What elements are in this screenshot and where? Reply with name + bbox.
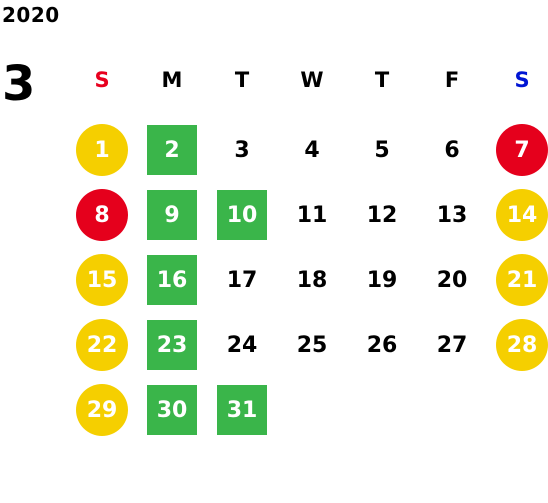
day-cell-21[interactable]: 21 [496, 254, 548, 306]
day-cell-27[interactable]: 27 [436, 332, 468, 358]
day-cell-25[interactable]: 25 [296, 332, 328, 358]
day-cell-12[interactable]: 12 [366, 202, 398, 228]
day-cell-19[interactable]: 19 [366, 267, 398, 293]
month-number: 3 [2, 56, 36, 112]
day-cell-3[interactable]: 3 [234, 137, 250, 163]
day-cell-11[interactable]: 11 [296, 202, 328, 228]
day-cell-26[interactable]: 26 [366, 332, 398, 358]
day-cell-1[interactable]: 1 [76, 124, 128, 176]
weekday-label: M [161, 68, 183, 92]
day-cell-2[interactable]: 2 [147, 125, 197, 175]
weekday-label: W [300, 68, 324, 92]
day-cell-10[interactable]: 10 [217, 190, 267, 240]
day-cell-13[interactable]: 13 [436, 202, 468, 228]
day-cell-9[interactable]: 9 [147, 190, 197, 240]
day-cell-22[interactable]: 22 [76, 319, 128, 371]
day-cell-6[interactable]: 6 [444, 137, 460, 163]
weekday-label: T [234, 68, 250, 92]
day-cell-24[interactable]: 24 [226, 332, 258, 358]
day-cell-4[interactable]: 4 [304, 137, 320, 163]
weekday-label: S [94, 68, 110, 92]
day-cell-31[interactable]: 31 [217, 385, 267, 435]
day-cell-17[interactable]: 17 [226, 267, 258, 293]
day-cell-28[interactable]: 28 [496, 319, 548, 371]
weekday-label: T [374, 68, 390, 92]
day-cell-5[interactable]: 5 [374, 137, 390, 163]
day-cell-30[interactable]: 30 [147, 385, 197, 435]
day-cell-15[interactable]: 15 [76, 254, 128, 306]
day-cell-14[interactable]: 14 [496, 189, 548, 241]
year-label: 2020 [2, 3, 60, 27]
weekday-label: F [444, 68, 460, 92]
day-cell-29[interactable]: 29 [76, 384, 128, 436]
day-cell-8[interactable]: 8 [76, 189, 128, 241]
weekday-label: S [514, 68, 530, 92]
day-cell-18[interactable]: 18 [296, 267, 328, 293]
day-cell-23[interactable]: 23 [147, 320, 197, 370]
day-cell-7[interactable]: 7 [496, 124, 548, 176]
day-cell-16[interactable]: 16 [147, 255, 197, 305]
day-cell-20[interactable]: 20 [436, 267, 468, 293]
